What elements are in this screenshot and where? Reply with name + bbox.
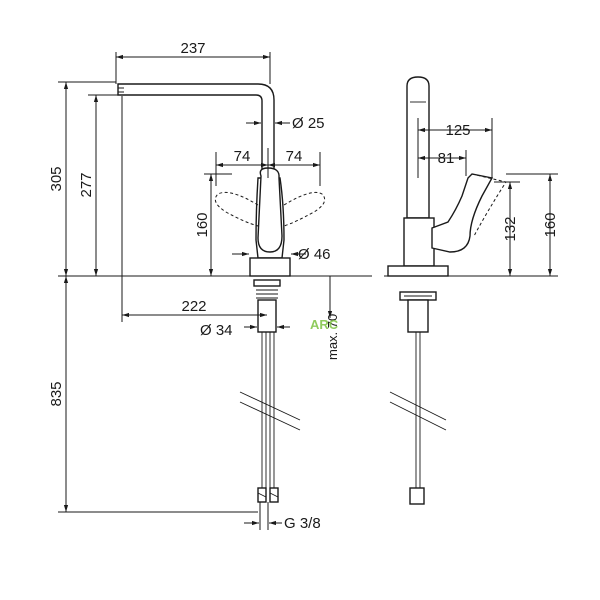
side-break-mark (389, 391, 447, 431)
dim-lever-height: 160 (194, 212, 211, 237)
watermark: ARC (310, 317, 339, 332)
dim-spout-diameter: Ø 25 (292, 115, 325, 132)
lever-swing-left (214, 191, 259, 227)
dim-max-deck: max. 70 (325, 314, 340, 360)
dim-total-height: 305 (48, 166, 65, 191)
lever-swing-right (283, 191, 326, 227)
dim-connection-thread: G 3/8 (284, 515, 321, 532)
mounting-washer (253, 279, 281, 287)
front-view: 237 Ø 25 74 74 305 277 160 Ø 46 222 (48, 40, 372, 532)
mounting-shank (257, 299, 277, 333)
dim-lever-right: 74 (286, 148, 303, 165)
dim-side-lever-offset: 81 (438, 150, 455, 167)
faucet-spout (117, 83, 275, 179)
side-lever (431, 173, 494, 253)
side-body (403, 217, 435, 267)
side-hose-connector (409, 487, 425, 505)
side-view: 125 81 132 160 (384, 76, 559, 505)
dim-side-lever-height-inner: 132 (502, 216, 519, 241)
supply-hoses (261, 332, 275, 488)
side-mounting-shank (407, 299, 429, 333)
spout-aerator (118, 87, 124, 93)
dim-lever-left: 74 (234, 148, 251, 165)
side-hose (415, 332, 421, 488)
side-base (387, 265, 449, 277)
dim-hose-length: 835 (48, 381, 65, 406)
break-mark (239, 391, 301, 431)
faucet-lever (257, 167, 283, 253)
dim-mounting-diameter: Ø 34 (200, 322, 233, 339)
dim-base-diameter: Ø 46 (298, 246, 331, 263)
dim-spout-height: 277 (78, 172, 95, 197)
mounting-thread (256, 285, 278, 299)
dim-spout-reach: 237 (180, 40, 205, 57)
dim-side-lever-height-outer: 160 (542, 212, 559, 237)
dim-hole-offset: 222 (181, 298, 206, 315)
faucet-base (249, 257, 291, 277)
dim-side-lever-reach: 125 (445, 122, 470, 139)
